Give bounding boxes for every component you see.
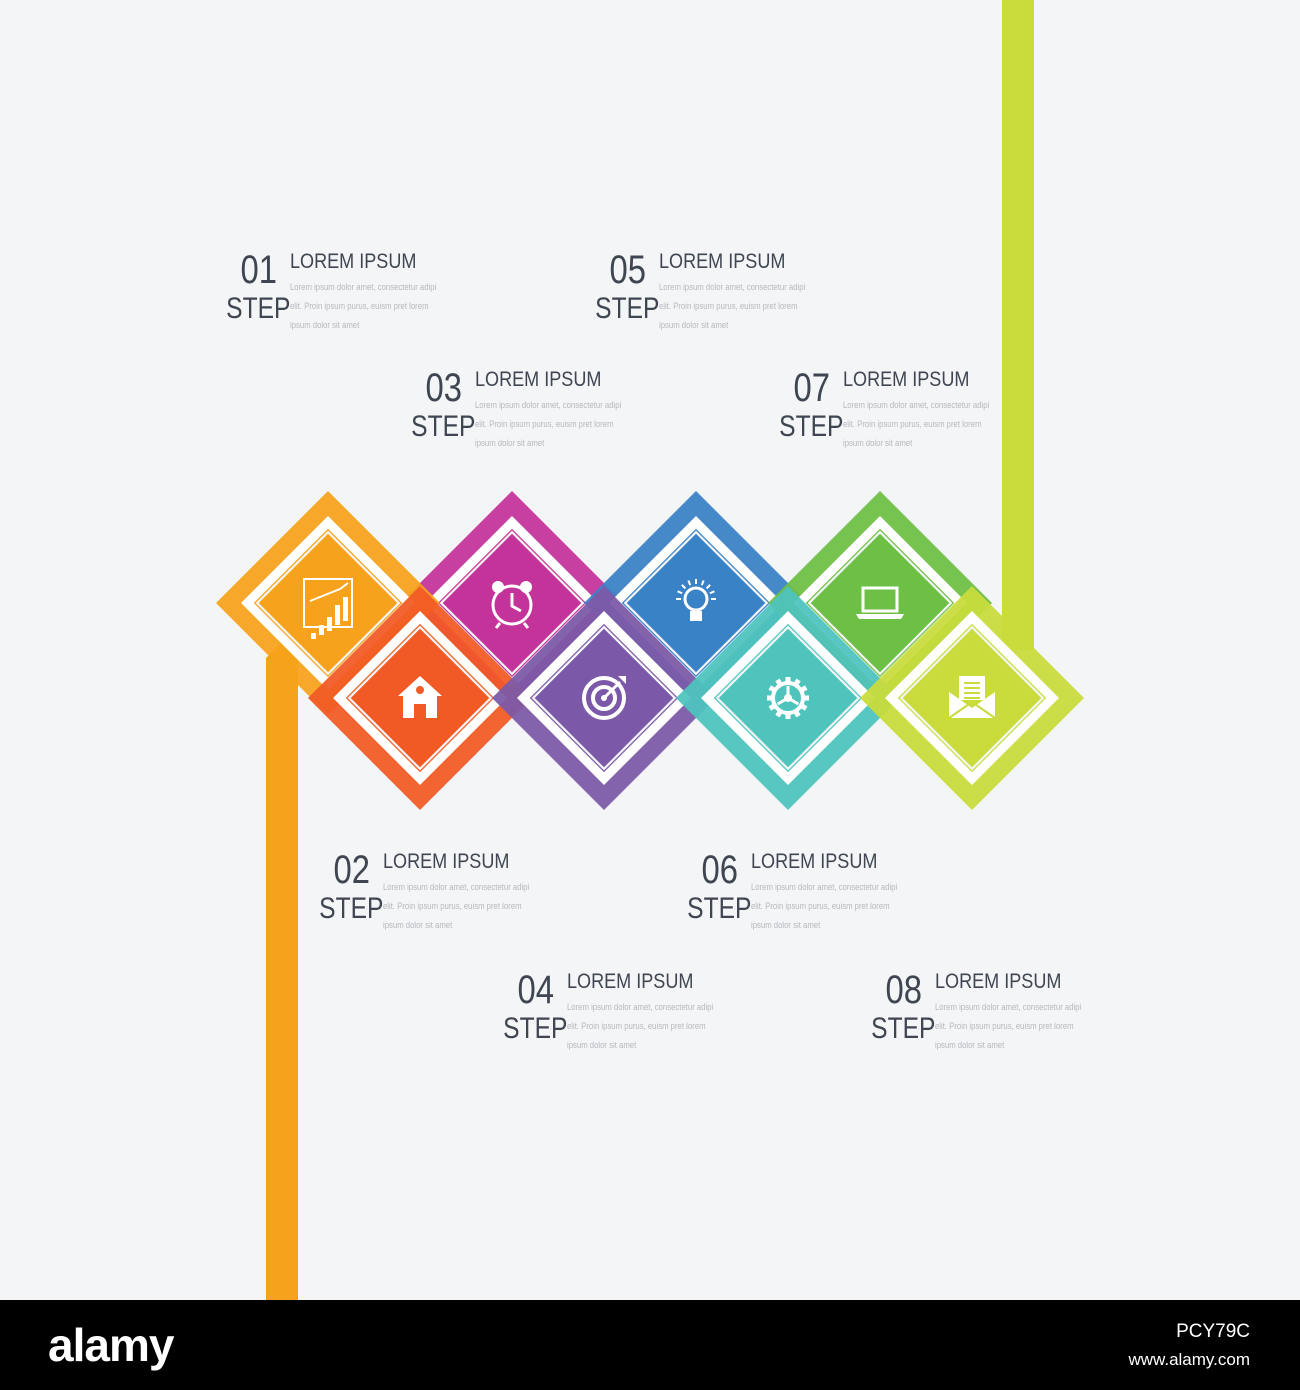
step-04-frame [517, 611, 691, 785]
step-08-diamond [860, 586, 1084, 810]
step-word: STEP [595, 292, 660, 325]
image-id: PCY79C [1176, 1321, 1250, 1342]
start-connector-line [266, 642, 298, 1300]
step-06-diamond [676, 586, 900, 810]
step-number: 01 [240, 248, 277, 292]
bar-chart-icon [303, 578, 353, 639]
home-icon [398, 676, 442, 718]
step-title: LOREM IPSUM [659, 250, 786, 273]
step-title: LOREM IPSUM [475, 368, 602, 391]
step-title: LOREM IPSUM [935, 970, 1062, 993]
step-02-frame [333, 611, 507, 785]
step-number: 06 [701, 848, 738, 892]
end-connector-line [1002, 0, 1034, 650]
step-description: Lorem ipsum dolor amet, consectetur adip… [475, 400, 622, 448]
step-02-tile [308, 586, 532, 810]
target-icon [582, 676, 626, 720]
laptop-icon [856, 586, 904, 619]
step-06-frame [701, 611, 875, 785]
step-description: Lorem ipsum dolor amet, consectetur adip… [383, 882, 530, 930]
step-number: 07 [793, 366, 830, 410]
step-description: Lorem ipsum dolor amet, consectetur adip… [935, 1002, 1082, 1050]
alarm-clock-icon [491, 581, 533, 629]
step-title: LOREM IPSUM [751, 850, 878, 873]
step-word: STEP [779, 410, 844, 443]
step-title: LOREM IPSUM [383, 850, 510, 873]
step-description: Lorem ipsum dolor amet, consectetur adip… [659, 282, 806, 330]
step-word: STEP [226, 292, 291, 325]
gear-icon [767, 677, 809, 719]
step-number: 08 [885, 968, 922, 1012]
site-url: www.alamy.com [1128, 1350, 1250, 1369]
step-description: Lorem ipsum dolor amet, consectetur adip… [843, 400, 990, 448]
envelope-icon [948, 676, 996, 719]
watermark-id: PCY79C www.alamy.com [1128, 1318, 1250, 1374]
step-02-diamond [308, 586, 532, 810]
step-description: Lorem ipsum dolor amet, consectetur adip… [751, 882, 898, 930]
watermark-logo: alamy [48, 1319, 174, 1371]
step-description: Lorem ipsum dolor amet, consectetur adip… [290, 282, 437, 330]
step-description: Lorem ipsum dolor amet, consectetur adip… [567, 1002, 714, 1050]
step-number: 02 [333, 848, 370, 892]
step-diagram [216, 0, 1084, 1300]
step-word: STEP [503, 1012, 568, 1045]
lightbulb-icon [676, 579, 716, 621]
step-08-frame [885, 611, 1059, 785]
step-01-center [258, 533, 398, 673]
step-title: LOREM IPSUM [567, 970, 694, 993]
step-number: 03 [425, 366, 462, 410]
step-04-diamond [492, 586, 716, 810]
step-title: LOREM IPSUM [843, 368, 970, 391]
step-word: STEP [411, 410, 476, 443]
step-word: STEP [687, 892, 752, 925]
step-word: STEP [871, 1012, 936, 1045]
step-number: 05 [609, 248, 646, 292]
step-word: STEP [319, 892, 384, 925]
step-number: 04 [517, 968, 554, 1012]
watermark-footer: alamy PCY79C www.alamy.com [0, 1300, 1300, 1390]
step-title: LOREM IPSUM [290, 250, 417, 273]
